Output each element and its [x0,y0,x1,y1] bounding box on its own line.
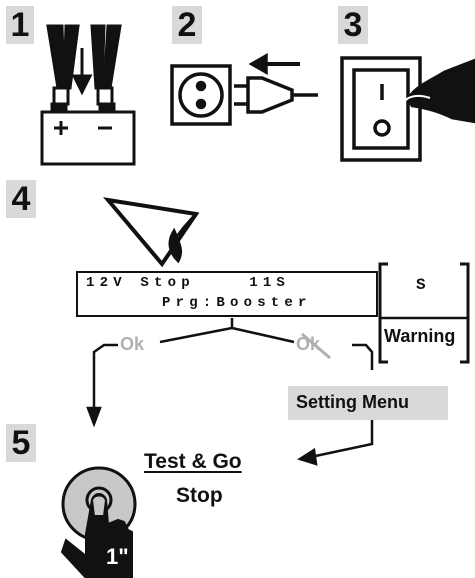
pressing-hand-icon [60,493,133,578]
battery-clamps-icon [40,24,136,166]
lcd-line-1: 12V Stop 11S [86,275,291,291]
step-badge-2: 2 [172,6,202,44]
ok-label: Ok [120,334,145,354]
lcd-display: 12V Stop 11S Prg:Booster [76,271,378,317]
step-badge-4: 4 [6,180,36,218]
warning-bracket [378,262,470,364]
lcd-line-2: Prg:Booster [162,295,312,311]
step-badge-3: 3 [338,6,368,44]
power-socket-icon [170,64,232,126]
disabled-cross-icon [301,332,331,360]
setting-menu-label: Setting Menu [296,392,409,412]
warning-label: Warning [384,326,456,346]
press-time-label: 1" [106,544,129,569]
status-indicator: S [416,276,426,294]
flow-connectors [86,318,374,466]
eye-icon [103,197,200,268]
step-badge-1: 1 [6,6,34,44]
stop-label: Stop [176,484,223,507]
power-plug-icon [234,52,318,114]
ok-crossed-label: Ok [296,334,321,354]
step-badge-5: 5 [6,424,36,462]
pointing-hand-icon [403,58,475,124]
setting-menu-box [288,386,448,420]
test-go-label: Test & Go [144,450,242,473]
power-switch-icon [340,56,422,162]
